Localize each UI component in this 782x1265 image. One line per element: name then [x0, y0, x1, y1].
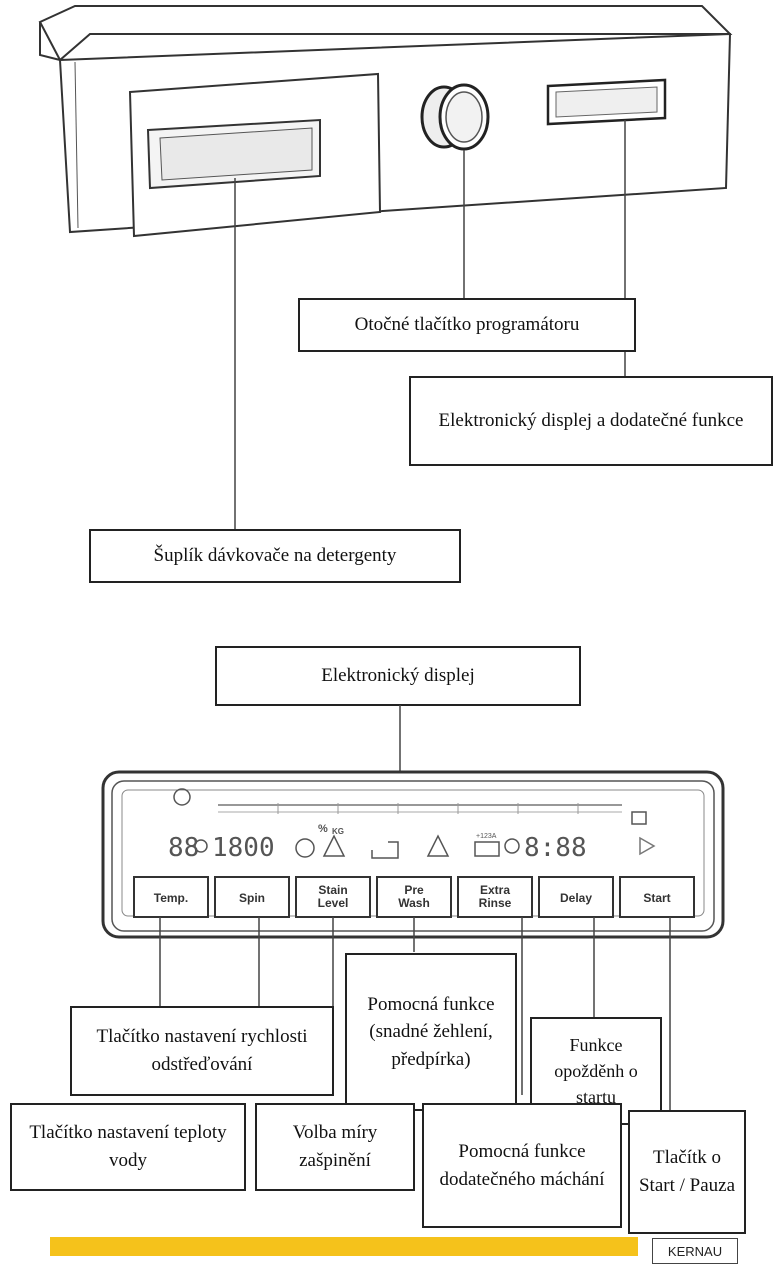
svg-text:Start: Start [643, 891, 670, 905]
program-knob [420, 83, 490, 151]
temp-button[interactable]: Temp. [133, 876, 209, 918]
svg-text:Pre: Pre [404, 883, 424, 897]
svg-text:Rinse: Rinse [479, 896, 512, 910]
callout-program-knob: Otočné tlačítko programátoru [298, 298, 636, 352]
svg-text:Stain: Stain [318, 883, 347, 897]
pre-wash-button[interactable]: Pre Wash [376, 876, 452, 918]
svg-text:Delay: Delay [560, 891, 592, 905]
extra-rinse-button[interactable]: Extra Rinse [457, 876, 533, 918]
svg-text:Extra: Extra [480, 883, 510, 897]
callout-display-functions: Elektronický displej a dodatečné funkce [409, 376, 773, 466]
delay-button[interactable]: Delay [538, 876, 614, 918]
spin-button[interactable]: Spin [214, 876, 290, 918]
callout-stain-level: Volba míry zašpinění [255, 1103, 415, 1191]
control-panel-illustration [38, 5, 733, 530]
svg-text:Temp.: Temp. [154, 891, 188, 905]
callout-electronic-display: Elektronický displej [215, 646, 581, 706]
callout-water-temperature: Tlačítko nastavení teploty vody [10, 1103, 246, 1191]
callout-extra-rinse: Pomocná funkce dodatečného máchání [422, 1103, 622, 1228]
svg-text:Wash: Wash [398, 896, 430, 910]
callout-detergent-drawer: Šuplík dávkovače na detergenty [89, 529, 461, 583]
svg-text:Spin: Spin [239, 891, 265, 905]
accent-bar [50, 1237, 638, 1256]
start-button[interactable]: Start [619, 876, 695, 918]
brand-logo: KERNAU [652, 1238, 738, 1264]
callout-start-pause: Tlačítk o Start / Pauza [628, 1110, 746, 1234]
callout-auxiliary-function: Pomocná funkce (snadné žehlení, předpírk… [345, 953, 517, 1111]
stain-level-button[interactable]: Stain Level [295, 876, 371, 918]
svg-text:Level: Level [318, 896, 349, 910]
callout-spin-speed: Tlačítko nastavení rychlosti odstřeďován… [70, 1006, 334, 1096]
